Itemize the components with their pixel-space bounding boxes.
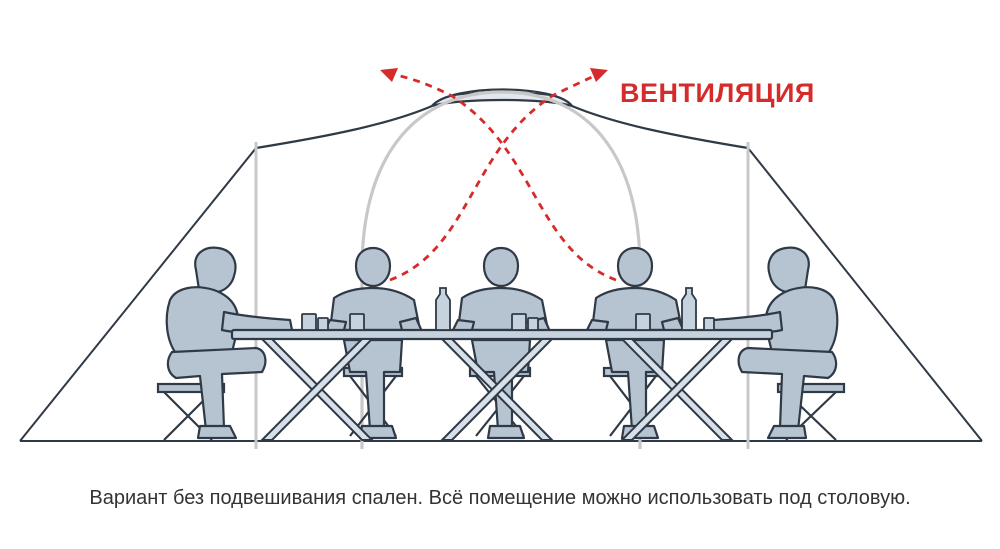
ventilation-label: ВЕНТИЛЯЦИЯ <box>620 78 815 108</box>
person-right <box>710 246 839 440</box>
table-items <box>301 287 715 331</box>
caption: Вариант без подвешивания спален. Всё пом… <box>89 487 911 509</box>
table <box>230 328 774 441</box>
person-2 <box>320 246 426 440</box>
tent-outline <box>19 104 983 442</box>
person-left <box>165 246 294 440</box>
airflow-arrows <box>389 72 617 282</box>
tent-poles <box>254 90 750 449</box>
person-3 <box>448 246 554 440</box>
airflow-arrowheads <box>380 68 608 82</box>
